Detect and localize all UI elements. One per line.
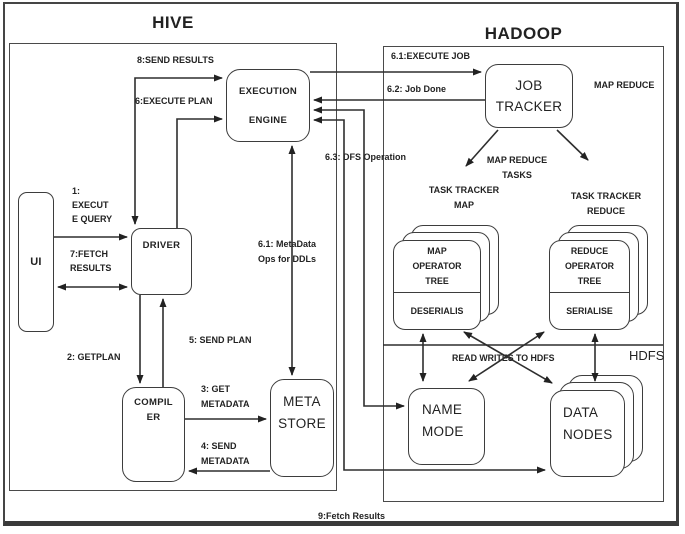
- map-operator-tree-title: MAP OPERATOR TREE: [394, 241, 480, 293]
- get-metadata-label: 3: GET METADATA: [201, 382, 250, 412]
- getplan-label: 2: GETPLAN: [67, 352, 121, 362]
- fetch-results-line1: 7:FETCH: [70, 249, 108, 259]
- meta-store-line1: META: [283, 394, 321, 409]
- outer-frame: [3, 2, 679, 526]
- task-tracker-map-label: TASK TRACKER MAP: [424, 183, 504, 213]
- reduce-op-line3: TREE: [577, 276, 602, 286]
- map-op-line2: OPERATOR: [412, 261, 462, 271]
- send-metadata-line1: 4: SEND: [201, 441, 237, 451]
- task-tracker-reduce-line2: REDUCE: [586, 206, 625, 216]
- execute-query-label: 1: EXECUT E QUERY: [72, 184, 112, 226]
- map-reduce-tasks-line1: MAP REDUCE: [486, 155, 548, 165]
- hdfs-section-label: HDFS: [629, 348, 665, 363]
- job-tracker-box: JOB TRACKER: [485, 64, 573, 128]
- name-mode-box: NAME MODE: [408, 388, 485, 465]
- task-tracker-reduce-line1: TASK TRACKER: [570, 191, 642, 201]
- data-nodes-line2: NODES: [563, 427, 613, 442]
- metadata-ops-line2: Ops for DDLs: [258, 254, 317, 264]
- serialise-label: SERIALISE: [566, 306, 613, 316]
- execute-query-line1: 1:: [72, 186, 81, 196]
- data-nodes-box: DATA NODES: [550, 390, 625, 477]
- reduce-operator-tree-box: REDUCE OPERATOR TREE SERIALISE: [549, 240, 630, 330]
- task-tracker-map-line2: MAP: [454, 200, 474, 210]
- hive-title: HIVE: [152, 13, 194, 32]
- metadata-ops-line1: 6.1: MetaData: [258, 239, 317, 249]
- execution-engine-box: EXECUTION ENGINE: [226, 69, 310, 142]
- execute-job-label: 6.1:EXECUTE JOB: [391, 51, 471, 61]
- job-tracker-line1: JOB: [515, 78, 543, 93]
- ui-label: UI: [30, 255, 42, 268]
- dfs-operation-label: 6.3: DFS Operation: [325, 152, 407, 162]
- driver-label: DRIVER: [142, 240, 181, 251]
- get-metadata-line2: METADATA: [201, 399, 250, 409]
- compiler-label-line2: ER: [146, 412, 161, 423]
- compiler-label-line1: COMPIL: [134, 397, 173, 408]
- execute-plan-label: 6:EXECUTE PLAN: [135, 96, 213, 106]
- map-op-line1: MAP: [427, 246, 447, 256]
- send-plan-label: 5: SEND PLAN: [189, 335, 252, 345]
- send-metadata-label: 4: SEND METADATA: [201, 439, 250, 469]
- job-tracker-line2: TRACKER: [495, 99, 563, 114]
- map-reduce-tasks-label: MAP REDUCE TASKS: [472, 153, 562, 183]
- reduce-operator-tree-title: REDUCE OPERATOR TREE: [550, 241, 629, 293]
- task-tracker-map-line1: TASK TRACKER: [428, 185, 500, 195]
- deserialis-label: DESERIALIS: [410, 306, 464, 316]
- fetch-results-line2: RESULTS: [70, 263, 112, 273]
- execute-query-line2: EXECUT: [72, 200, 109, 210]
- meta-store-line2: STORE: [278, 416, 326, 431]
- send-results-label: 8:SEND RESULTS: [137, 55, 214, 65]
- fetch-results-label: 7:FETCH RESULTS: [70, 247, 111, 275]
- map-op-line3: TREE: [425, 276, 449, 286]
- execution-engine-line1: EXECUTION: [238, 85, 298, 97]
- get-metadata-line1: 3: GET: [201, 384, 231, 394]
- fetch-results-9-label: 9:Fetch Results: [318, 511, 386, 521]
- name-mode-line2: MODE: [422, 424, 464, 439]
- driver-box: DRIVER: [131, 228, 192, 295]
- map-reduce-section-label: MAP REDUCE: [594, 80, 655, 90]
- ui-box: UI: [18, 192, 54, 332]
- meta-store-box: META STORE: [270, 379, 334, 477]
- send-metadata-line2: METADATA: [201, 456, 250, 466]
- task-tracker-reduce-label: TASK TRACKER REDUCE: [566, 189, 646, 219]
- read-writes-label: READ WRITES TO HDFS: [452, 353, 555, 363]
- execute-query-line3: E QUERY: [72, 214, 113, 224]
- execution-engine-line2: ENGINE: [248, 114, 288, 126]
- job-done-label: 6.2: Job Done: [387, 84, 447, 94]
- name-mode-line1: NAME: [422, 402, 463, 417]
- hadoop-title: HADOOP: [484, 24, 563, 43]
- map-operator-tree-box: MAP OPERATOR TREE DESERIALIS: [393, 240, 481, 330]
- metadata-ops-label: 6.1: MetaData Ops for DDLs: [258, 237, 316, 267]
- map-reduce-tasks-line2: TASKS: [502, 170, 532, 180]
- data-nodes-line1: DATA: [563, 405, 599, 420]
- compiler-box: COMPIL ER: [122, 387, 185, 482]
- reduce-op-line2: OPERATOR: [564, 261, 615, 271]
- reduce-op-line1: REDUCE: [570, 246, 609, 256]
